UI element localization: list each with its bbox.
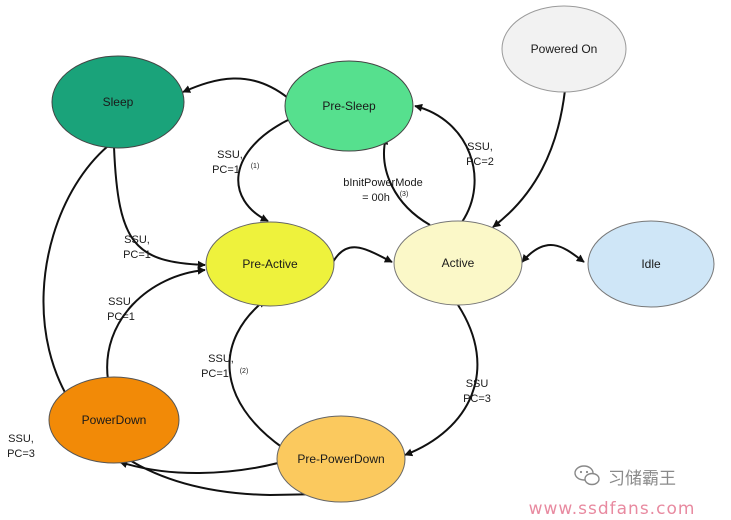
edge-label-active-to-prepowerdown: SSU PC=3 <box>463 378 491 405</box>
state-idle: Idle <box>587 220 715 308</box>
edge-active-idle <box>521 244 585 263</box>
state-active-label: Active <box>442 256 475 270</box>
edge-label-line2: = 00h <box>362 192 390 204</box>
edge-label-line1: SSU, <box>108 296 134 308</box>
edge-label-line2: PC=2 <box>466 156 494 168</box>
edge-active-to-prepowerdown <box>404 304 479 457</box>
edge-label-line2: PC=1 <box>123 249 151 261</box>
edge-label-sleep-to-preactive: SSU, PC=1 <box>123 234 151 261</box>
state-powerdown-label: PowerDown <box>82 413 147 427</box>
watermark-wechat-name: 习储霸王 <box>608 469 676 489</box>
edge-label-line1: SSU, <box>124 234 150 246</box>
state-pre-sleep: Pre-Sleep <box>284 60 414 152</box>
edge-label-active-to-presleep: SSU, PC=2 <box>466 141 494 168</box>
edge-powerdown-to-preactive <box>106 266 206 381</box>
edge-label-note: (3) <box>400 191 409 198</box>
state-powerdown: PowerDown <box>48 376 180 464</box>
edge-label-note: (1) <box>251 163 260 170</box>
edge-label-line1: SSU, <box>8 433 34 445</box>
edge-label-prepowerdown-to-preactive: SSU, PC=1 (2) <box>201 353 248 380</box>
edge-label-line2: PC=3 <box>463 393 491 405</box>
state-pre-sleep-label: Pre-Sleep <box>322 99 376 113</box>
edge-sleep-to-prepowerdown <box>42 145 326 499</box>
state-sleep: Sleep <box>51 55 185 149</box>
state-pre-powerdown: Pre-PowerDown <box>276 415 406 503</box>
edge-label-sleep-to-prepowerdown: SSU, PC=3 <box>7 433 35 460</box>
watermark-site: www.ssdfans.com <box>529 499 696 519</box>
edge-label-line1: SSU, <box>208 353 234 365</box>
edge-active-to-presleep <box>414 103 476 223</box>
state-active: Active <box>393 220 523 306</box>
edge-label-powerdown-to-preactive: SSU, PC=1 <box>107 296 135 323</box>
edge-poweredon-to-active <box>492 89 566 228</box>
watermark: 习储霸王 www.ssdfans.com <box>529 465 696 519</box>
edge-label-line1: bInitPowerMode <box>343 177 423 189</box>
edge-presleep-to-preactive <box>237 117 293 222</box>
edge-prepowerdown-to-preactive <box>228 299 284 449</box>
wechat-icon <box>574 465 600 486</box>
edge-label-line1: SSU, <box>217 149 243 161</box>
state-sleep-label: Sleep <box>103 95 134 109</box>
edge-label-note: (2) <box>240 368 249 375</box>
edge-label-presleep-to-preactive: SSU, PC=1 (1) <box>212 149 259 176</box>
edge-presleep-to-sleep <box>182 77 289 99</box>
edge-label-line1: SSU <box>466 378 489 390</box>
state-pre-powerdown-label: Pre-PowerDown <box>297 452 384 466</box>
edge-preactive-to-active <box>332 246 393 263</box>
edge-label-line2: PC=1 <box>107 311 135 323</box>
state-powered-on: Powered On <box>501 5 627 93</box>
edge-label-line2: PC=3 <box>7 448 35 460</box>
edge-sleep-to-preactive <box>113 146 206 269</box>
edge-label-line2: PC=1 <box>212 164 240 176</box>
state-pre-active-label: Pre-Active <box>242 257 298 271</box>
state-pre-active: Pre-Active <box>205 221 335 307</box>
state-powered-on-label: Powered On <box>531 42 598 56</box>
edge-label-line2: PC=1 <box>201 368 229 380</box>
edge-init-power-mode <box>380 136 431 226</box>
edge-prepowerdown-to-powerdown <box>119 460 279 474</box>
state-idle-label: Idle <box>641 257 661 271</box>
edge-label-line1: SSU, <box>467 141 493 153</box>
edge-label-init-power-mode: bInitPowerMode = 00h (3) <box>343 177 423 204</box>
